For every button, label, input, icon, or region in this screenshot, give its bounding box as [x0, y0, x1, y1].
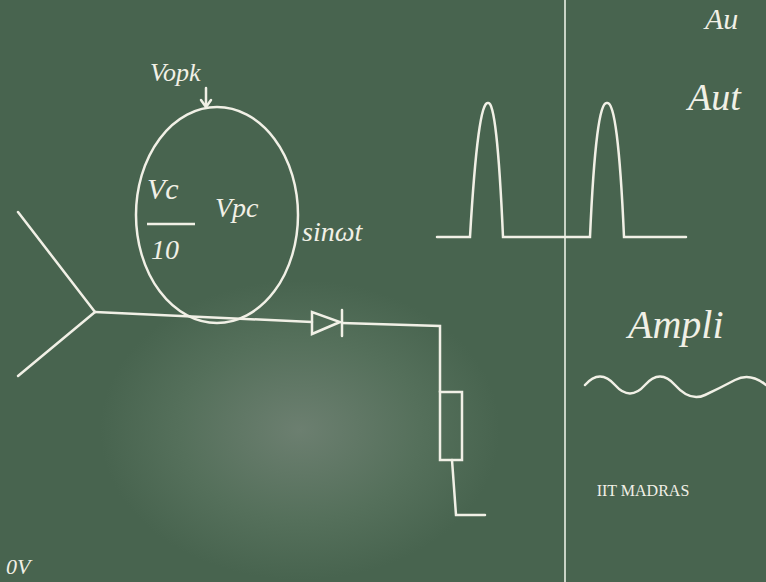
diode-symbol [312, 310, 342, 336]
board-note: Ampli [628, 305, 724, 345]
ground-wire [452, 460, 485, 515]
node-text: Vc [147, 174, 179, 204]
input-wire [18, 212, 95, 312]
board-note: Au [705, 4, 738, 34]
resistor-symbol [440, 392, 462, 460]
wavy-signal [585, 377, 766, 398]
voltage-label: 0V [6, 556, 30, 578]
input-wire [18, 312, 95, 376]
signal-label: sinωt [302, 218, 362, 246]
node-text: Vpc [215, 194, 259, 222]
output-wire [342, 323, 440, 392]
board-divider [564, 0, 566, 582]
watermark: IIT MADRAS [593, 482, 693, 500]
voltage-label: Vopk [150, 60, 201, 86]
node-text: 10 [151, 236, 179, 264]
source-circle: Vc 10 Vpc [133, 104, 301, 326]
pointer-arrow [201, 100, 211, 107]
pointer-arrow [205, 88, 208, 106]
board-note: Aut [688, 78, 741, 116]
output-waveform [437, 103, 686, 237]
